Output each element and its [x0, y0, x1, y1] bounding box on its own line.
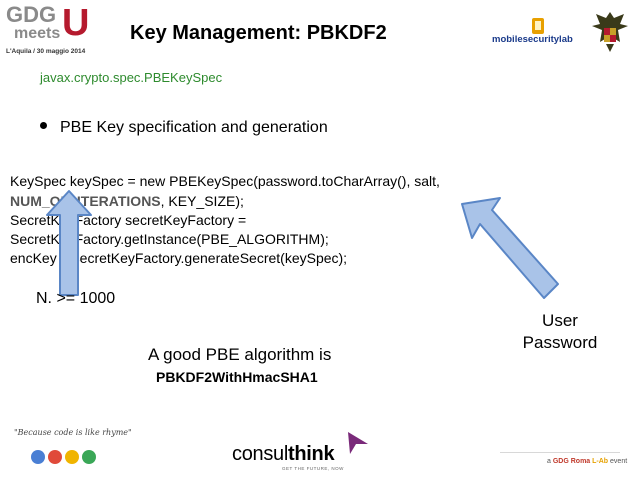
android-red-icon [48, 450, 62, 464]
pbe-algorithm-name: PBKDF2WithHmacSHA1 [156, 369, 318, 385]
bullet-point: PBE Key specification and generation [40, 119, 328, 137]
event-lab: L-Ab [592, 458, 609, 465]
consult-prefix: consul [232, 443, 289, 465]
event-gdg: GDG Roma [552, 458, 593, 465]
android-yellow-icon [65, 450, 79, 464]
event-pre: a [547, 458, 553, 465]
slide-title: Key Management: PBKDF2 [130, 22, 387, 44]
consulthink-arrow-icon [348, 432, 368, 454]
mobile-security-lab-text: mobilesecuritylab [492, 34, 573, 45]
mobile-security-lab-logo: mobilesecuritylab [492, 18, 582, 46]
gdg-logo-text: GDG [6, 2, 57, 27]
up-arrow-icon [46, 190, 92, 296]
gdg-event-label: a GDG Roma L-Ab event [547, 458, 627, 465]
bullet-dot [40, 122, 47, 130]
gdg-logo-u: U [62, 2, 90, 44]
consult-suffix: think [288, 443, 335, 465]
consulthink-tagline: GET THE FUTURE, NOW [282, 466, 344, 471]
iterations-constant: NUM_OF_ITERATIONS [10, 193, 161, 209]
code-line-2: NUM_OF_ITERATIONS, KEY_SIZE); [10, 191, 244, 211]
gdg-logo-meets: meets [14, 25, 61, 42]
code-line-1: KeySpec keySpec = new PBEKeySpec(passwor… [10, 173, 440, 189]
user-password-line-2: Password [522, 333, 598, 352]
eagle-crest-icon [592, 12, 628, 52]
footer-tagline: "Because code is like rhyme" [14, 428, 132, 437]
android-blue-icon [31, 450, 45, 464]
iterations-note: N. >= 1000 [36, 290, 116, 307]
code-line-4: SecretKeyFactory.getInstance(PBE_ALGORIT… [10, 231, 329, 247]
code-line-5: encKey = secretKeyFactory.generateSecret… [10, 250, 348, 266]
android-icons-row [31, 450, 96, 464]
android-green-icon [82, 450, 96, 464]
event-post: event [608, 458, 628, 465]
phone-lock-icon [532, 18, 544, 34]
good-pbe-text: A good PBE algorithm is [148, 345, 332, 364]
gdg-logo-subtitle: L'Aquila / 30 maggio 2014 [6, 48, 86, 55]
gdg-meets-u-logo: GDG meets U L'Aquila / 30 maggio 2014 [6, 4, 106, 60]
code-line-2-rest: , KEY_SIZE); [160, 193, 244, 209]
diagonal-arrow-icon [461, 197, 559, 299]
consulthink-logo: consulthink GET THE FUTURE, NOW [232, 430, 372, 471]
consulthink-text: consulthink [232, 443, 335, 466]
user-password-label: User Password [512, 310, 608, 354]
user-password-line-1: User [542, 311, 578, 330]
bullet-text: PBE Key specification and generation [60, 119, 328, 136]
footer-divider [500, 452, 620, 453]
package-name: javax.crypto.spec.PBEKeySpec [40, 70, 223, 85]
